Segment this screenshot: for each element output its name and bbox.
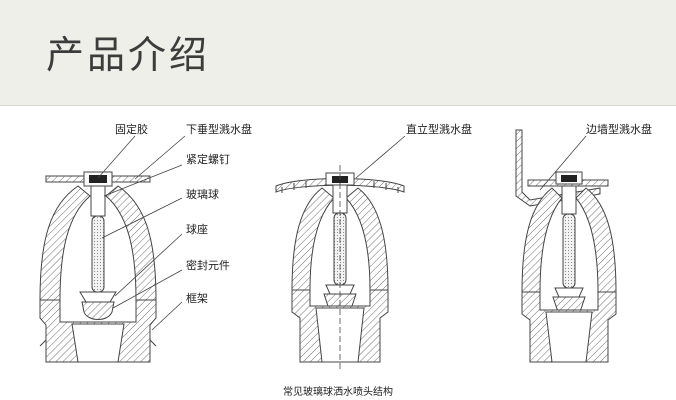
sidewall-water-channel bbox=[545, 311, 593, 363]
pendent-leader-lines bbox=[97, 135, 186, 331]
label-frame: 框架 bbox=[186, 292, 208, 305]
sidewall-sprinkler bbox=[515, 129, 617, 363]
upright-set-screw bbox=[332, 184, 348, 214]
pendent-water-channel bbox=[71, 323, 125, 363]
label-set-screw: 紧定螺钉 bbox=[186, 152, 230, 166]
label-bulb-seat: 球座 bbox=[186, 222, 208, 236]
sidewall-deflector-plate bbox=[515, 129, 601, 207]
label-pendent-deflector: 下垂型溅水盘 bbox=[186, 122, 252, 136]
sidewall-set-screw bbox=[561, 185, 577, 215]
page-title: 产品介绍 bbox=[46, 33, 211, 77]
label-sidewall-deflector: 边墙型溅水盘 bbox=[586, 122, 652, 136]
upright-water-channel bbox=[315, 307, 365, 363]
upright-frame-right-arm bbox=[345, 187, 389, 291]
sidewall-frame-right-arm bbox=[575, 187, 617, 293]
header-banner: 产品介绍 bbox=[0, 0, 676, 106]
label-seal-element: 密封元件 bbox=[186, 258, 230, 272]
sprinkler-structure-diagram: 固定胶 下垂型溅水盘 紧定螺钉 玻璃球 球座 密封元件 框架 bbox=[39, 122, 652, 398]
sidewall-fixing-glue bbox=[561, 175, 577, 182]
sidewall-bulb-seat bbox=[554, 287, 584, 298]
sidewall-leader-line bbox=[539, 135, 587, 191]
pendent-frame-left-arm bbox=[39, 185, 91, 301]
upright-sprinkler bbox=[275, 165, 405, 372]
label-fixing-glue: 固定胶 bbox=[115, 122, 148, 136]
label-glass-bulb: 玻璃球 bbox=[186, 187, 219, 201]
pendent-bulb-seat bbox=[79, 291, 117, 303]
upright-frame-left-arm bbox=[291, 187, 335, 291]
label-upright-deflector: 直立型溅水盘 bbox=[406, 122, 472, 136]
diagram-caption: 常见玻璃球洒水喷头结构 bbox=[283, 385, 393, 398]
pendent-glass-bulb bbox=[91, 215, 105, 293]
pendent-set-screw bbox=[90, 185, 106, 217]
pendent-sprinkler bbox=[39, 171, 157, 363]
pendent-fixing-glue bbox=[89, 175, 107, 183]
pendent-seal-element bbox=[81, 301, 115, 320]
pendent-frame-right-arm bbox=[105, 185, 157, 301]
sidewall-glass-bulb bbox=[562, 213, 576, 289]
upright-leader-line bbox=[355, 135, 406, 179]
